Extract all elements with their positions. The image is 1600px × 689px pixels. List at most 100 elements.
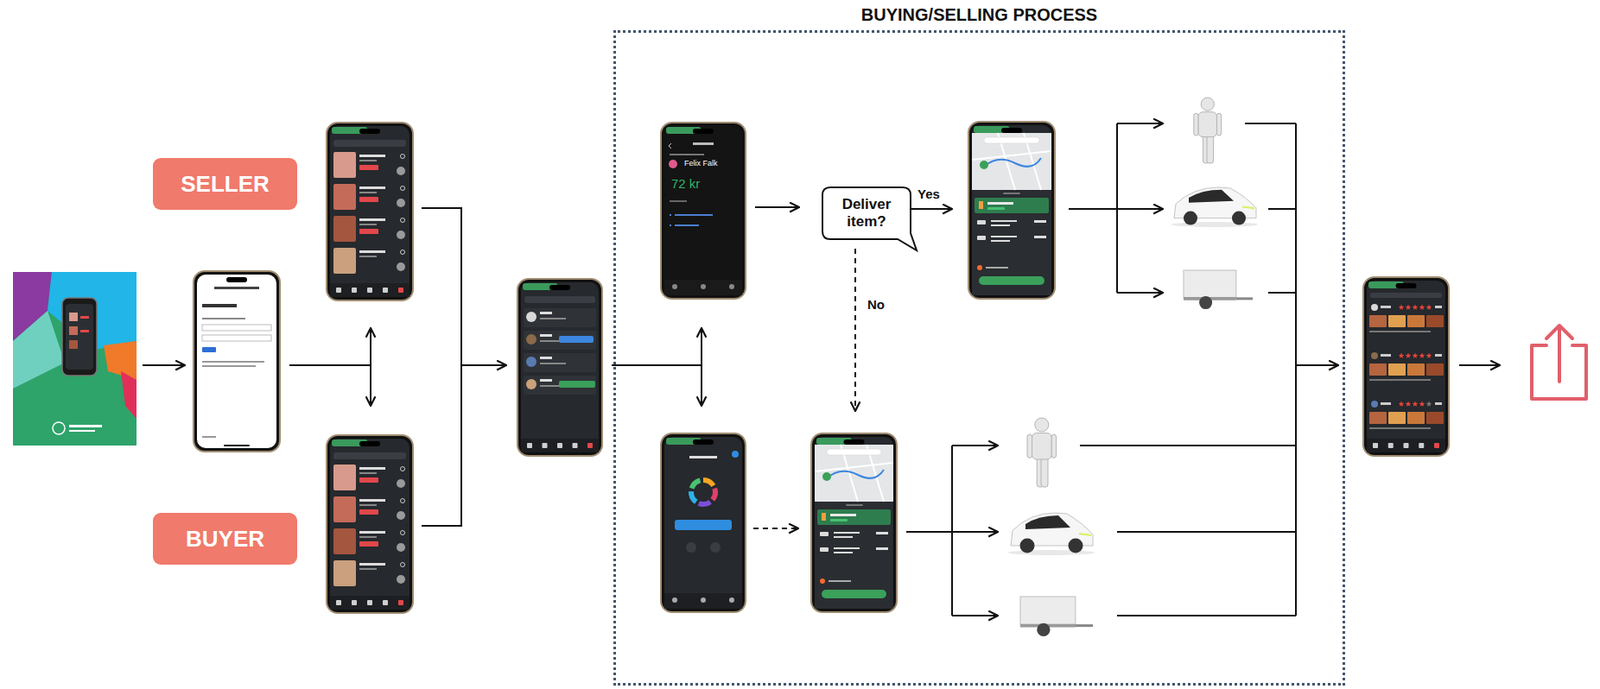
process-region: BUYING/SELLING PROCESSDeliver item?: [613, 30, 1346, 686]
phone-part: [1369, 427, 1431, 430]
phone-part: [668, 143, 672, 149]
person-part: [1198, 112, 1217, 138]
phone-screen: [664, 437, 743, 610]
rating-star: [1426, 401, 1432, 407]
phone-part: [985, 266, 1009, 269]
phone-screens: [193, 121, 1449, 614]
arrow: [1117, 208, 1163, 210]
branch-line: [906, 445, 953, 616]
dashed-arrow: [854, 248, 857, 412]
trailer: [1020, 596, 1093, 637]
photo-thumb: [1369, 315, 1387, 328]
phone-part: [359, 165, 379, 171]
phone-login: [193, 271, 280, 452]
phone-part: [830, 514, 857, 517]
phone-part: [987, 202, 1014, 205]
phone-frame: [1363, 277, 1449, 457]
phone-part: [400, 563, 406, 568]
phone-part: [336, 600, 342, 606]
phone-part: [729, 597, 735, 604]
phone-rating: [1363, 277, 1449, 457]
phone-part: [731, 450, 739, 458]
phone-part: [539, 317, 566, 320]
merge-line: [1079, 445, 1296, 616]
phone-screen: [330, 126, 410, 298]
rating-star: [1405, 353, 1411, 359]
phone-part: [396, 511, 406, 521]
phone-part: [359, 499, 386, 502]
car-wheel: [1183, 211, 1198, 226]
phone-part: [359, 467, 386, 470]
phone-part: [1418, 443, 1424, 449]
phone-part: [826, 449, 882, 456]
phone-part: [400, 531, 406, 536]
phone-part: [333, 528, 356, 555]
phone-part: [333, 464, 356, 491]
poster-phone: [69, 312, 78, 322]
phone-part: [587, 443, 593, 449]
rating-star: [1398, 401, 1404, 407]
phone-frame: [326, 122, 413, 301]
person-part: [1032, 433, 1052, 460]
phone-part: [674, 214, 713, 216]
phone-part: [526, 443, 533, 449]
phone-part: [359, 504, 377, 507]
phone-part: [526, 311, 537, 323]
phone-screen: [330, 438, 410, 610]
phone-screen: [814, 437, 894, 610]
electric-car: [1171, 187, 1258, 228]
phone-part: [336, 287, 342, 293]
phone-part: [819, 578, 826, 585]
person-part: [1200, 97, 1214, 111]
phone-part: [974, 197, 1049, 214]
rating-star: [1405, 304, 1411, 311]
map: [971, 133, 1052, 191]
phone-part: [692, 128, 714, 134]
phone-part: [520, 438, 599, 453]
poster-phone: [80, 316, 89, 319]
phone-part: [398, 287, 404, 293]
phone-part: [821, 513, 826, 521]
phone-part: [844, 439, 865, 445]
phone-part: [202, 335, 272, 342]
photo-thumb: [1407, 412, 1425, 425]
phone-part: [359, 255, 377, 258]
phone-part: [524, 296, 596, 304]
phone-dark: [660, 122, 746, 299]
phone-part: [400, 154, 406, 159]
rating-star: [1426, 353, 1432, 359]
arrow: [142, 364, 185, 367]
merge-line: [1244, 123, 1296, 293]
phone-list: [326, 435, 413, 614]
phone-part: [359, 154, 386, 158]
arrow: [907, 208, 953, 210]
phone-part: [523, 308, 597, 328]
edge-label: Yes: [915, 186, 942, 202]
walking-person: [1193, 97, 1222, 164]
phone-part: [669, 200, 687, 203]
phone-part: [1003, 192, 1021, 195]
phone-part: [396, 543, 406, 553]
phone-part: [729, 284, 735, 290]
avatar: [668, 159, 678, 169]
phone-part: [382, 287, 388, 293]
phone-part: [692, 439, 714, 445]
poster-shape: [103, 341, 137, 381]
phone-part: [539, 379, 553, 382]
phone-part: [814, 502, 894, 610]
phone-part: [1034, 220, 1047, 223]
phone-part: [987, 207, 1005, 210]
phone-part: [359, 159, 377, 162]
route: [826, 469, 884, 479]
phone-part: [396, 166, 406, 176]
phone-part: [1034, 235, 1047, 239]
poster-phone: [69, 340, 78, 350]
phone-part: [1434, 443, 1440, 449]
phone-part: [819, 532, 829, 537]
phone-screen: [196, 274, 277, 449]
delivery-icons: [1008, 97, 1258, 637]
phone-part: [400, 467, 406, 472]
phone-part: [1372, 443, 1378, 449]
phone-part: [202, 324, 272, 331]
